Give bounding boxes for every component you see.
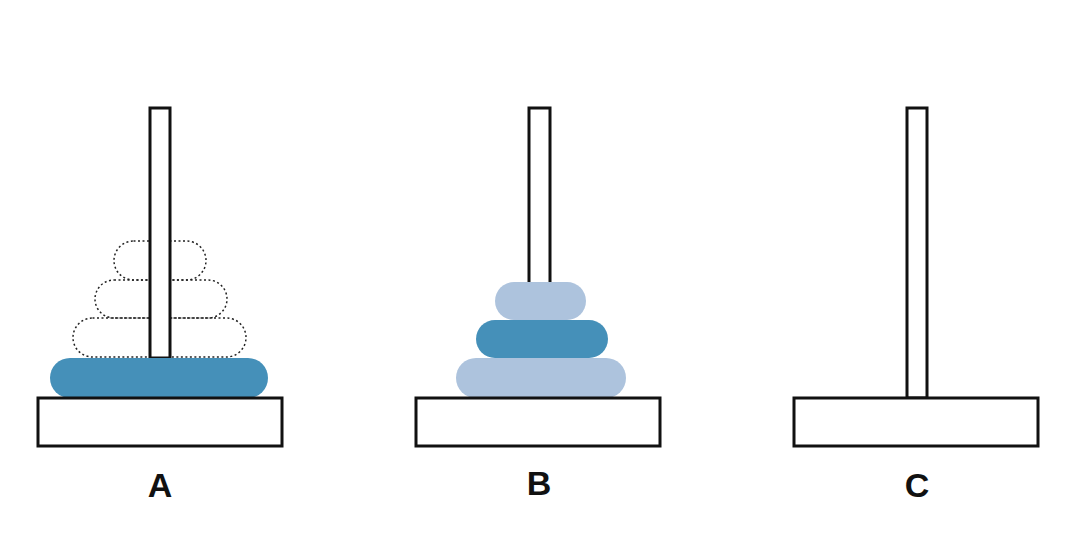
peg-rod	[907, 108, 927, 398]
peg-rod	[150, 108, 170, 358]
peg-rod	[529, 108, 550, 284]
disc	[495, 282, 586, 320]
disc	[476, 320, 608, 358]
peg-label: B	[527, 463, 552, 503]
peg-base	[794, 398, 1038, 446]
peg-a	[38, 108, 282, 446]
disc	[50, 358, 268, 398]
disc	[456, 358, 626, 398]
peg-b	[416, 108, 660, 446]
peg-label: C	[905, 465, 930, 505]
peg-label: A	[148, 465, 173, 505]
peg-base	[416, 398, 660, 446]
peg-base	[38, 398, 282, 446]
peg-c	[794, 108, 1038, 446]
